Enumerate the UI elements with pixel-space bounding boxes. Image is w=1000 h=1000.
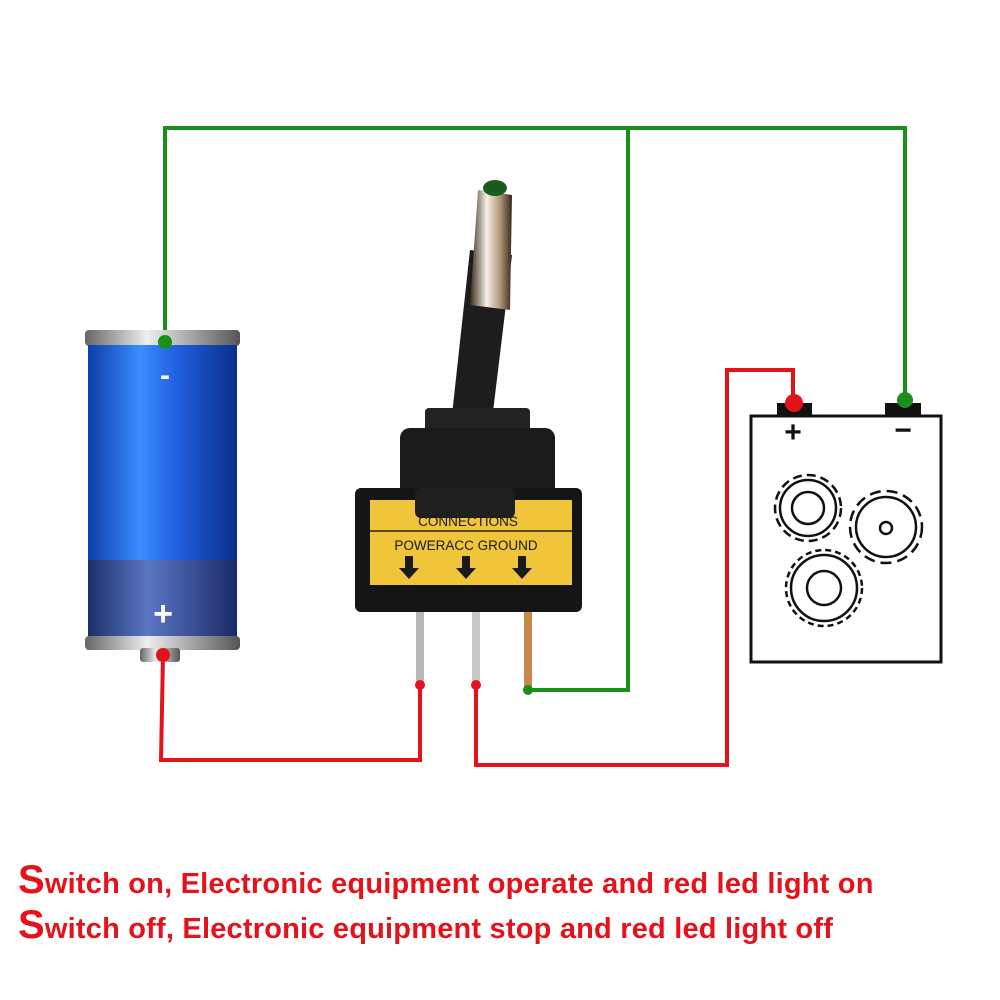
- battery-negative-sign: -: [160, 359, 170, 392]
- load-positive-sign: +: [784, 416, 802, 449]
- caption-switch-off: Switch off, Electronic equipment stop an…: [18, 903, 834, 947]
- battery-positive-sign: +: [153, 595, 173, 633]
- arrow-down-icons: [399, 556, 532, 579]
- gears-icon: [773, 473, 924, 628]
- toggle-switch[interactable]: CONNECTIONS POWERACC GROUND: [355, 180, 582, 687]
- battery: - +: [85, 330, 240, 662]
- caption-switch-on: Switch on, Electronic equipment operate …: [18, 858, 874, 902]
- connection-dots: [156, 335, 533, 695]
- lever-led-icon: [483, 180, 507, 196]
- load-negative-sign: −: [894, 414, 912, 447]
- electronic-equipment: + −: [749, 392, 943, 664]
- pin-acc: [472, 612, 480, 687]
- ground-wire: [163, 126, 907, 692]
- pin-ground: [524, 612, 532, 687]
- switch-label-title: CONNECTIONS: [418, 514, 518, 529]
- switch-lever: [470, 190, 512, 310]
- power-wire: [158, 368, 795, 767]
- pin-power: [416, 612, 424, 687]
- switch-label-terminals: POWERACC GROUND: [394, 538, 538, 553]
